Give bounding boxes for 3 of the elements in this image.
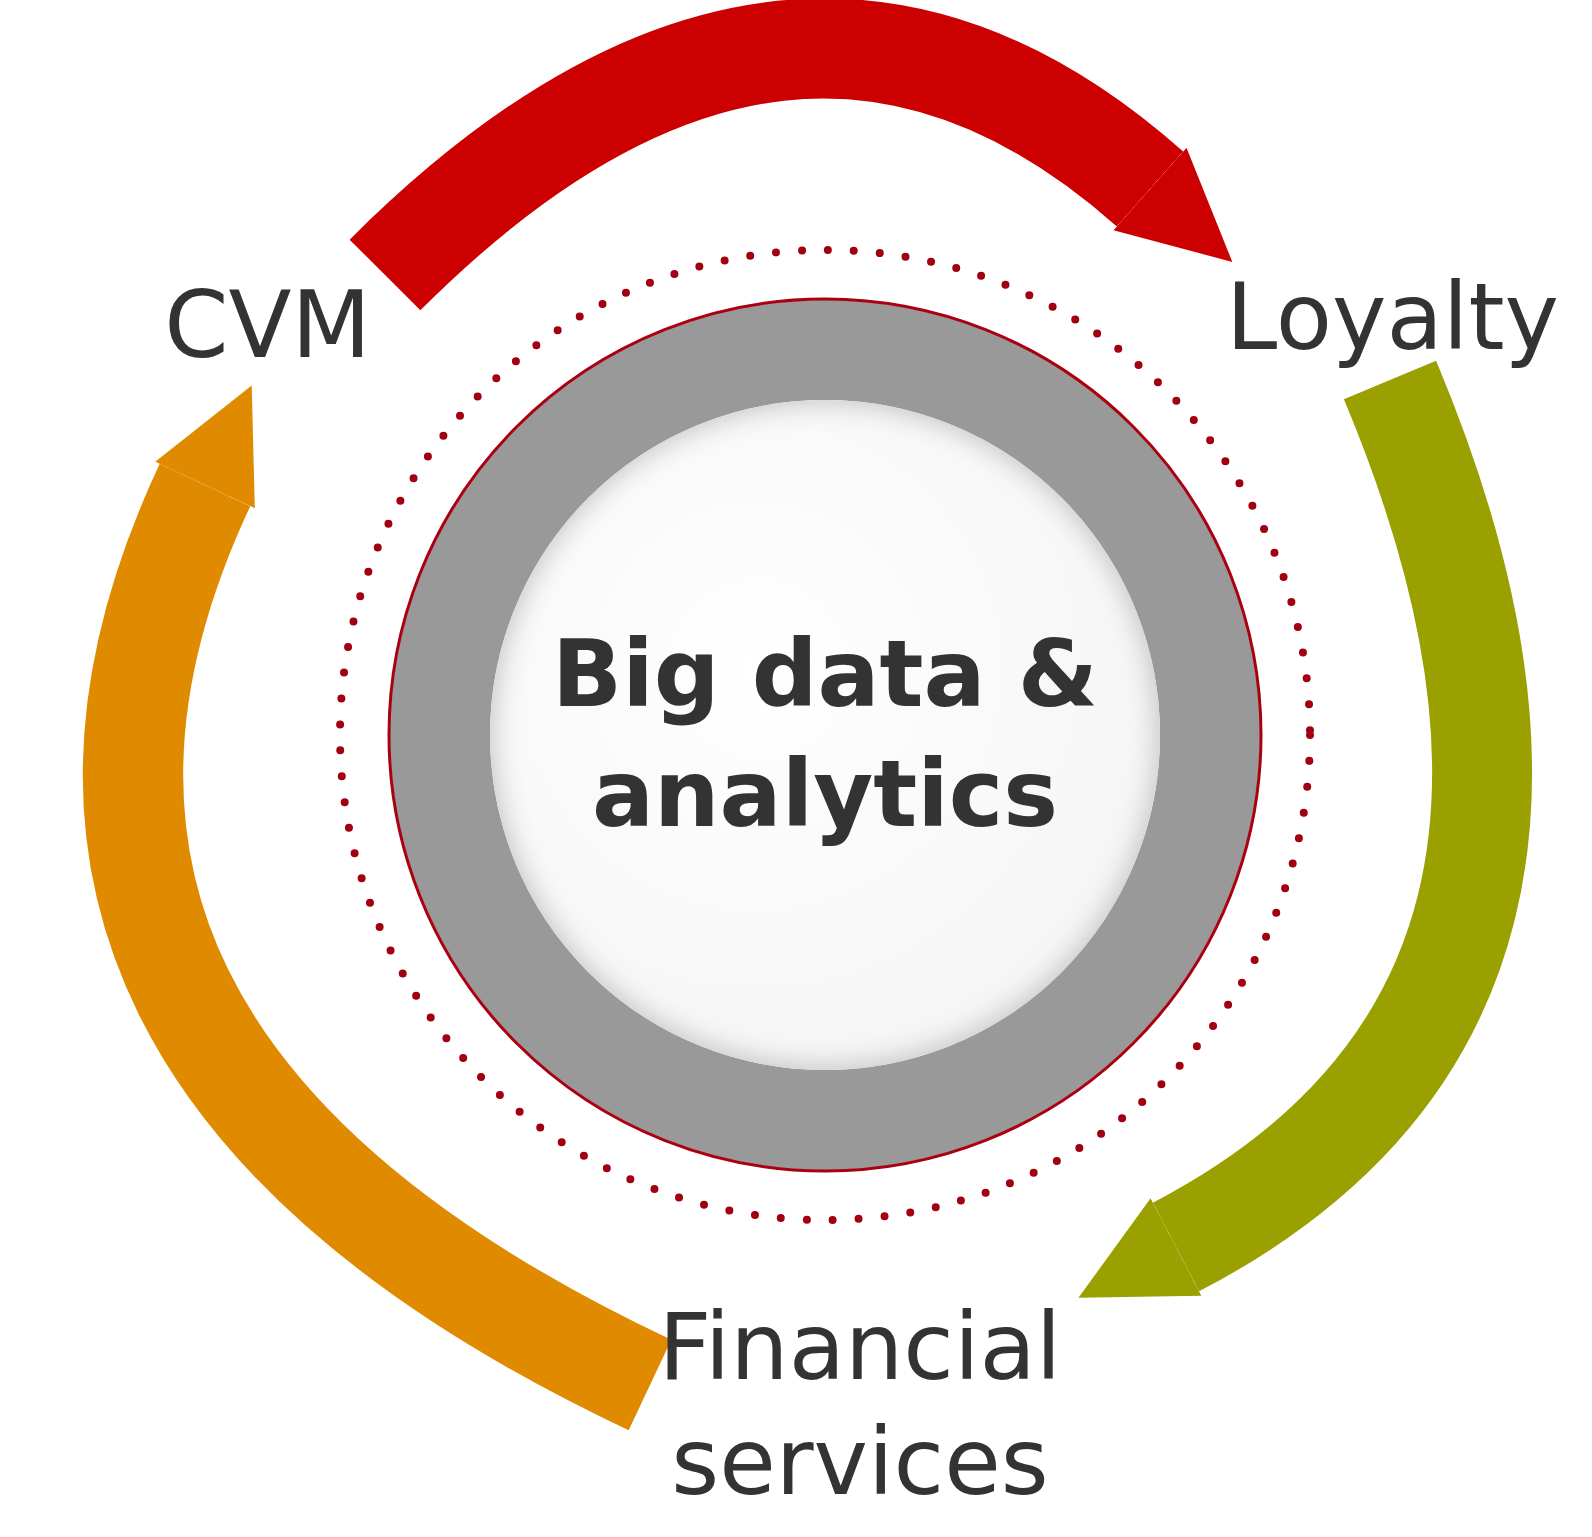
cycle-label: Financial services — [630, 1290, 1090, 1520]
cycle-label: Loyalty — [1225, 260, 1560, 375]
cycle-label: CVM — [160, 270, 375, 380]
